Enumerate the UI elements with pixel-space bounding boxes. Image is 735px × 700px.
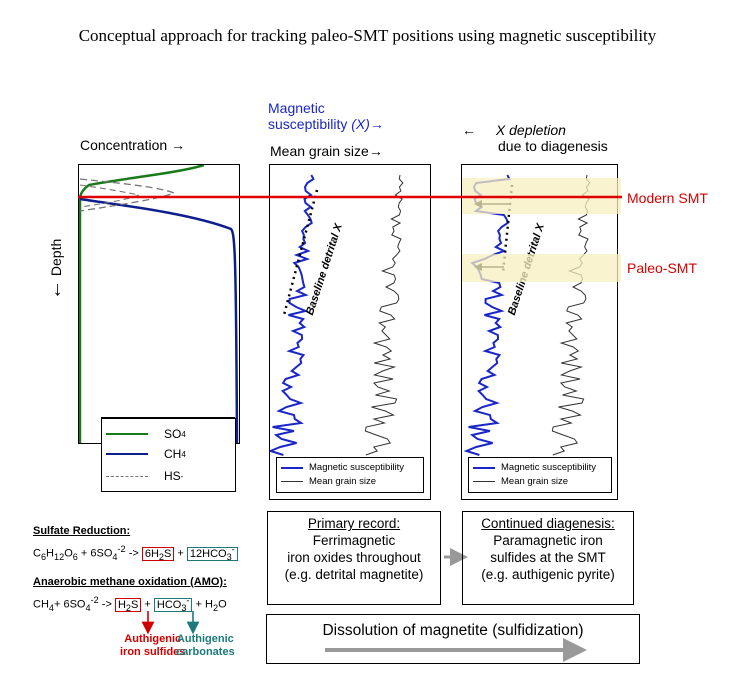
primary-record-plot bbox=[270, 174, 404, 456]
amo-title: Anaerobic methane oxidation (AMO): bbox=[33, 576, 227, 588]
grain-size-label: Mean grain size→ bbox=[270, 143, 383, 159]
concentration-text: Concentration bbox=[80, 137, 168, 153]
authigenic-carbonates-label: Authigenic carbonates bbox=[176, 633, 235, 658]
susceptibility-curve bbox=[270, 174, 315, 456]
left-arrow-icon: ← bbox=[462, 122, 476, 138]
legend-item-susceptibility: Magnetic susceptibility bbox=[473, 462, 596, 473]
susceptibility-label: Magnetic susceptibility (X)→ bbox=[268, 100, 384, 132]
diagenesis-plot bbox=[463, 174, 591, 456]
legend-item-grain-size: Mean grain size bbox=[281, 476, 376, 487]
diagenesis-panel: Baseline detrital X Magnetic susceptibil… bbox=[461, 164, 618, 500]
legend-item-grain-size: Mean grain size bbox=[473, 476, 568, 487]
legend-item-susceptibility: Magnetic susceptibility bbox=[281, 462, 404, 473]
depletion-label: ← X depletion due to diagenesis bbox=[462, 122, 608, 154]
susceptibility-curve-diagenesis bbox=[463, 174, 511, 456]
baseline-line-diagenesis bbox=[501, 184, 514, 274]
right-arrow-icon: → bbox=[368, 143, 383, 159]
primary-record-panel: Baseline detrital X Magnetic susceptibil… bbox=[269, 164, 431, 500]
continued-diagenesis-box: Continued diagenesis: Paramagnetic iron … bbox=[462, 511, 634, 605]
legend-item-hs: HS- bbox=[106, 469, 183, 483]
depth-label: ← Depth bbox=[44, 238, 66, 300]
hs-curve-2 bbox=[79, 184, 141, 208]
paleo-smt-label: Paleo-SMT bbox=[627, 260, 698, 276]
figure-title: Conceptual approach for tracking paleo-S… bbox=[78, 26, 657, 45]
primary-record-box: Primary record: Ferrimagnetic iron oxide… bbox=[267, 511, 441, 605]
concentration-plot bbox=[79, 165, 239, 443]
hs-curve bbox=[79, 178, 176, 212]
right-arrow-icon: → bbox=[171, 137, 186, 153]
diagenesis-legend: Magnetic susceptibility Mean grain size bbox=[468, 457, 612, 493]
authigenic-sulfides-label: Authigenic iron sulfides bbox=[120, 633, 186, 658]
concentration-panel bbox=[78, 164, 240, 489]
concentration-label: Concentration → bbox=[80, 137, 185, 153]
bicarbonate-product-box: 12HCO3- bbox=[186, 544, 238, 562]
grain-size-curve-diagenesis bbox=[551, 174, 591, 456]
sulfate-reduction-equation: C6H12O6 + 6SO4-2 -> 6H2S + 12HCO3- bbox=[33, 544, 238, 562]
amo-equation: CH4+ 6SO4-2 -> H2S + HCO3- + H2O bbox=[33, 595, 227, 613]
primary-record-legend: Magnetic susceptibility Mean grain size bbox=[276, 457, 424, 493]
sulfate-reduction-title: Sulfate Reduction: bbox=[33, 525, 131, 537]
so4-curve bbox=[79, 165, 205, 443]
h2s-amo-product-box: H2S bbox=[114, 597, 142, 613]
ch4-curve bbox=[79, 197, 239, 443]
dissolution-box: Dissolution of magnetite (sulfidization) bbox=[266, 614, 640, 664]
right-arrow-icon: → bbox=[369, 116, 384, 132]
bicarbonate-amo-product-box: HCO3- bbox=[153, 595, 193, 613]
grain-size-curve bbox=[364, 174, 404, 456]
left-arrow-icon: ← bbox=[44, 280, 66, 300]
h2s-product-box: 6H2S bbox=[141, 546, 175, 562]
modern-smt-label: Modern SMT bbox=[627, 190, 708, 206]
